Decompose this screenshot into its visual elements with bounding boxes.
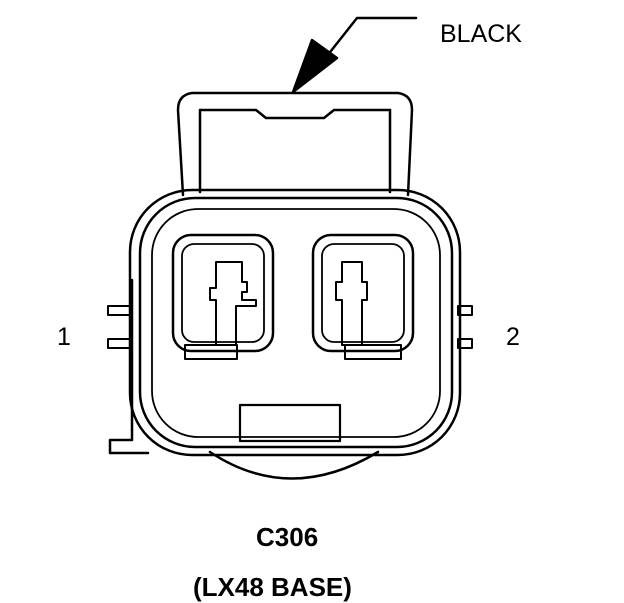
pin-2-label: 2 [506,323,520,351]
side-ribs-left [107,305,133,349]
connector-skirt [208,450,380,480]
pin-1-label: 1 [57,323,71,351]
connector-variant: (LX48 BASE) [193,572,352,602]
side-ribs-right [457,305,473,349]
callout-leader [291,16,418,94]
connector-body [128,188,462,457]
connector-id: C306 [256,522,319,552]
callout-arrowhead [291,38,339,94]
color-callout-label: BLACK [440,20,522,48]
terminal-cavity-pin-1 [171,233,275,360]
polarization-key [238,403,342,443]
locking-tab [176,91,414,197]
terminal-cavity-pin-2 [311,233,415,360]
